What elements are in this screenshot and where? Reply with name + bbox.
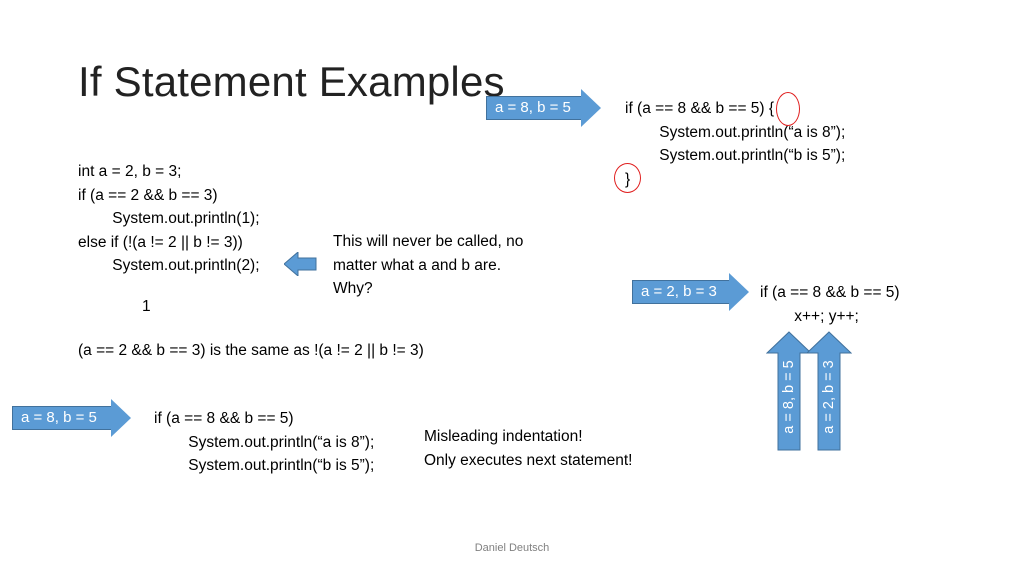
code-line: System.out.println(“b is 5”); xyxy=(642,147,846,164)
code-line: System.out.println(1); xyxy=(95,210,260,227)
up-arrow-label: a = 2, b = 3 xyxy=(821,360,837,434)
code-line: System.out.println(2); xyxy=(95,257,260,274)
code-line: System.out.println(“b is 5”); xyxy=(171,457,375,474)
code-line: if (a == 8 && b == 5) { xyxy=(625,100,775,117)
code-line: System.out.println(“a is 8”); xyxy=(642,123,846,141)
equivalence-statement: (a == 2 && b == 3) is the same as !(a !=… xyxy=(78,342,424,359)
code-line: x++; y++; xyxy=(777,307,859,325)
input-arrow-top: a = 8, b = 5 xyxy=(486,89,604,127)
code-line: if (a == 2 && b == 3) xyxy=(78,186,218,204)
input-arrow-bottom: a = 8, b = 5 xyxy=(12,399,131,437)
note-line: Misleading indentation! xyxy=(424,428,583,445)
slide-footer: Daniel Deutsch xyxy=(474,542,550,554)
example1-output: 1 xyxy=(142,298,151,315)
example1-code: int a = 2, b = 3; if (a == 2 && b == 3) S… xyxy=(78,160,260,278)
open-brace-highlight-circle xyxy=(776,92,800,126)
arrow-label: a = 8, b = 5 xyxy=(486,96,582,120)
code-line: if (a == 8 && b == 5) xyxy=(760,284,900,301)
note-line: Only executes next statement! xyxy=(424,451,633,469)
up-arrow-label: a = 8, b = 5 xyxy=(781,360,797,434)
arrow-label: a = 8, b = 5 xyxy=(12,406,112,430)
arrow-head-icon xyxy=(729,273,749,311)
up-arrow-label-wrap: a = 2, b = 3 xyxy=(806,331,852,451)
arrow-head-icon xyxy=(111,399,131,437)
example1-note: This will never be called, no matter wha… xyxy=(333,233,524,297)
left-arrow-icon xyxy=(284,252,317,276)
code-line: else if (!(a != 2 || b != 3)) xyxy=(78,233,243,251)
close-brace-highlight-circle xyxy=(614,163,641,193)
arrow-label: a = 2, b = 3 xyxy=(632,280,730,304)
slide-title: If Statement Examples xyxy=(78,58,505,105)
arrow-head-icon xyxy=(581,89,601,127)
code-line: } xyxy=(625,170,631,188)
code-line: int a = 2, b = 3; xyxy=(78,163,182,180)
example3-code: if (a == 8 && b == 5) { System.out.print… xyxy=(625,97,845,191)
example2-code: if (a == 8 && b == 5) System.out.println… xyxy=(154,407,374,478)
example4-code: if (a == 8 && b == 5) x++; y++; xyxy=(760,281,900,328)
code-line: if (a == 8 && b == 5) xyxy=(154,410,294,427)
input-arrow-middle: a = 2, b = 3 xyxy=(632,273,752,311)
code-line: System.out.println(“a is 8”); xyxy=(171,433,375,451)
example2-note: Misleading indentation! Only executes nex… xyxy=(424,425,633,472)
up-arrow-icon xyxy=(806,331,852,451)
